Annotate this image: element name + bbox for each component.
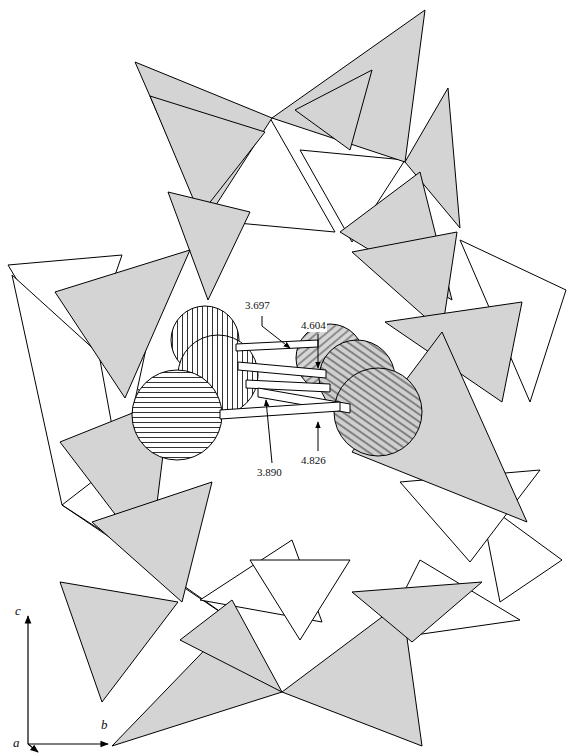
- axes: [28, 616, 108, 752]
- distance-label: 3.890: [256, 467, 283, 479]
- tetrahedra: [8, 10, 566, 746]
- distance-label: 4.604: [300, 320, 327, 332]
- axis-label: c: [14, 604, 22, 618]
- leader-lines: [262, 316, 318, 463]
- distance-label: 4.826: [300, 455, 327, 467]
- axis-label: b: [100, 718, 109, 732]
- distance-label: 3.697: [244, 300, 271, 312]
- bond-rods: [220, 340, 350, 419]
- atoms: [132, 306, 422, 460]
- axis-label: a: [12, 736, 21, 750]
